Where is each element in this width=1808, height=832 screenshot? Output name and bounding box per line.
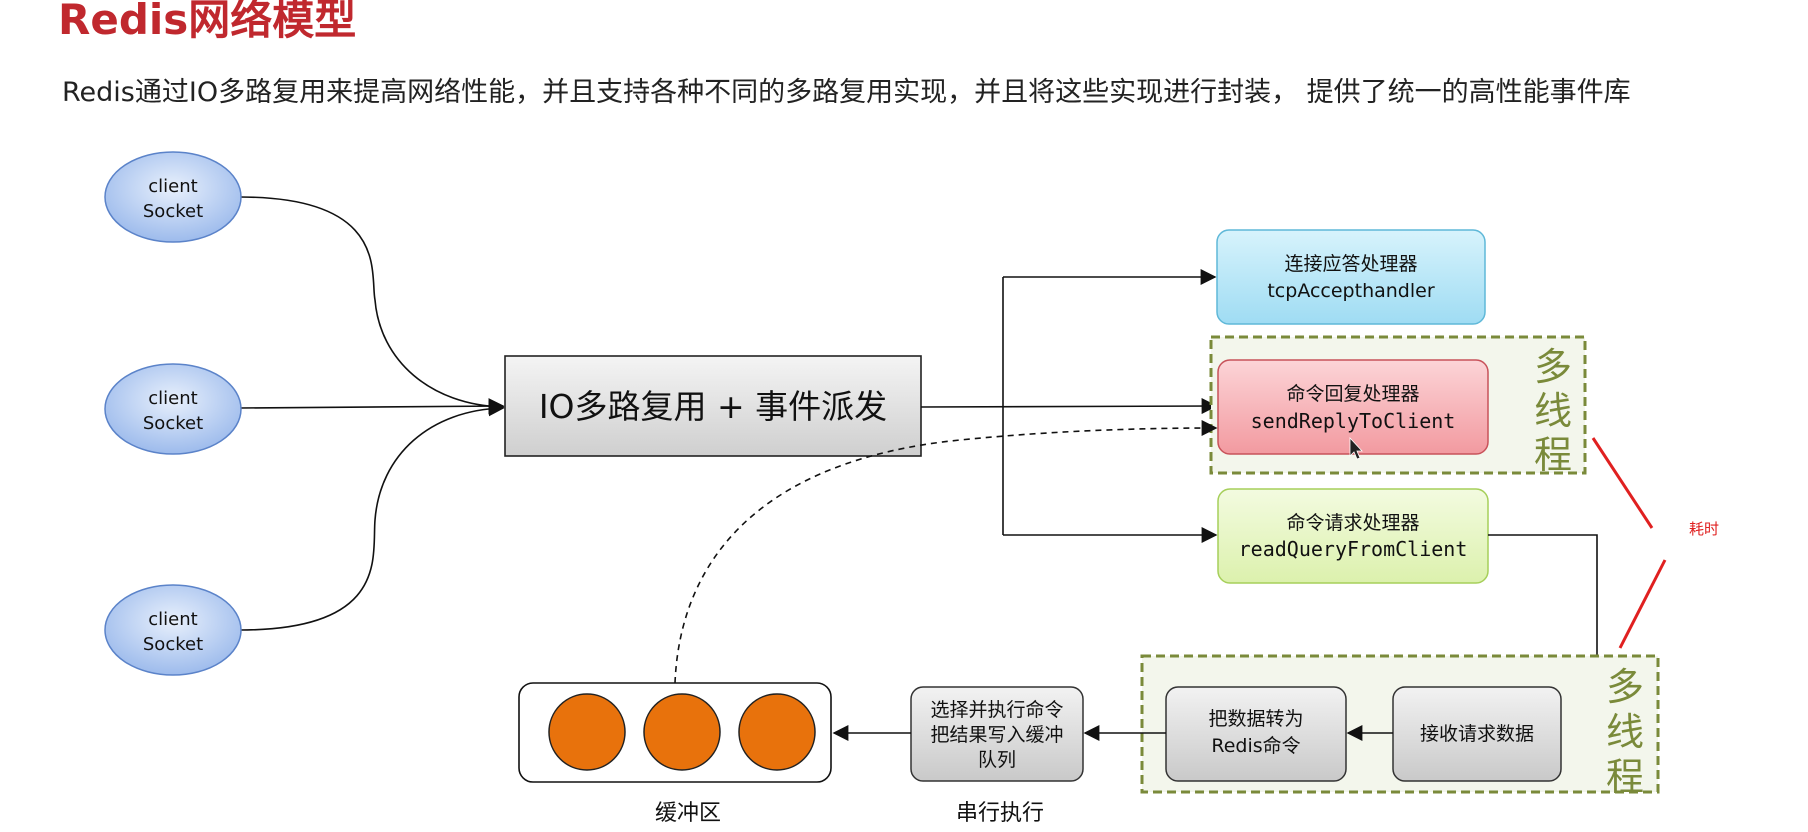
client-label-line2: Socket bbox=[143, 634, 203, 655]
handler-accept-line1: 连接应答处理器 bbox=[1284, 253, 1417, 275]
client-label-line2: Socket bbox=[143, 413, 203, 434]
client-label-line2: Socket bbox=[143, 201, 203, 222]
multithread-char-2: 线 bbox=[1534, 389, 1572, 433]
step-receive-request: 接收请求数据 bbox=[1392, 686, 1562, 782]
multithread-char-3: 程 bbox=[1606, 755, 1644, 799]
multithread-char-1: 多 bbox=[1606, 665, 1644, 709]
handler-reply-line1: 命令回复处理器 bbox=[1286, 383, 1419, 405]
client-label-line1: client bbox=[148, 176, 197, 197]
handler-tcp-accept: 连接应答处理器 tcpAccepthandler bbox=[1216, 229, 1486, 325]
step-convert-line2: Redis命令 bbox=[1211, 735, 1300, 757]
step-execute-line1: 选择并执行命令 bbox=[930, 699, 1063, 721]
connector-io-reply bbox=[920, 398, 1218, 415]
step-execute-line3: 队列 bbox=[978, 749, 1016, 771]
client-socket-1: client Socket bbox=[104, 151, 242, 243]
client-socket-3: client Socket bbox=[104, 584, 242, 676]
io-box-label: IO多路复用 + 事件派发 bbox=[539, 387, 887, 426]
step-execute-command: 选择并执行命令 把结果写入缓冲 队列 bbox=[910, 686, 1084, 782]
buffer-item bbox=[738, 693, 816, 771]
client-label-line1: client bbox=[148, 388, 197, 409]
multithread-char-3: 程 bbox=[1534, 433, 1572, 477]
io-multiplexing-box: IO多路复用 + 事件派发 bbox=[504, 355, 922, 457]
annotation-line-bottom bbox=[1618, 559, 1667, 649]
page-subtitle: Redis通过IO多路复用来提高网络性能，并且支持各种不同的多路复用实现，并且将… bbox=[62, 77, 1631, 108]
connector-client1-io bbox=[239, 196, 505, 415]
connector-client2-io bbox=[239, 398, 505, 415]
multithread-char-2: 线 bbox=[1606, 710, 1644, 754]
page-title: Redis网络模型 bbox=[58, 0, 357, 44]
connector-client3-io bbox=[239, 400, 505, 631]
handler-query-line2: readQueryFromClient bbox=[1239, 537, 1468, 561]
buffer-queue bbox=[518, 682, 832, 783]
buffer-item bbox=[643, 693, 721, 771]
buffer-item bbox=[548, 693, 626, 771]
handler-accept-line2: tcpAccepthandler bbox=[1267, 280, 1434, 302]
client-socket-2: client Socket bbox=[104, 363, 242, 455]
caption-buffer: 缓冲区 bbox=[655, 801, 721, 826]
handler-reply-line2: sendReplyToClient bbox=[1251, 409, 1456, 433]
annotation-line-top bbox=[1591, 437, 1654, 529]
step-convert-line1: 把数据转为 bbox=[1208, 708, 1303, 730]
handler-read-query: 命令请求处理器 readQueryFromClient bbox=[1217, 488, 1489, 584]
step-convert-command: 把数据转为 Redis命令 bbox=[1165, 686, 1347, 782]
connector-buffer-reply bbox=[674, 420, 1218, 684]
multithread-char-1: 多 bbox=[1534, 345, 1572, 389]
step-execute-line2: 把结果写入缓冲 bbox=[930, 724, 1063, 746]
annotation-label: 耗时 bbox=[1689, 520, 1719, 538]
client-label-line1: client bbox=[148, 609, 197, 630]
handler-send-reply: 命令回复处理器 sendReplyToClient bbox=[1217, 359, 1489, 455]
handler-query-line1: 命令请求处理器 bbox=[1286, 512, 1419, 534]
step-receive-label: 接收请求数据 bbox=[1420, 723, 1534, 745]
mouse-cursor-icon bbox=[1349, 436, 1363, 460]
caption-serial-execution: 串行执行 bbox=[956, 801, 1044, 826]
